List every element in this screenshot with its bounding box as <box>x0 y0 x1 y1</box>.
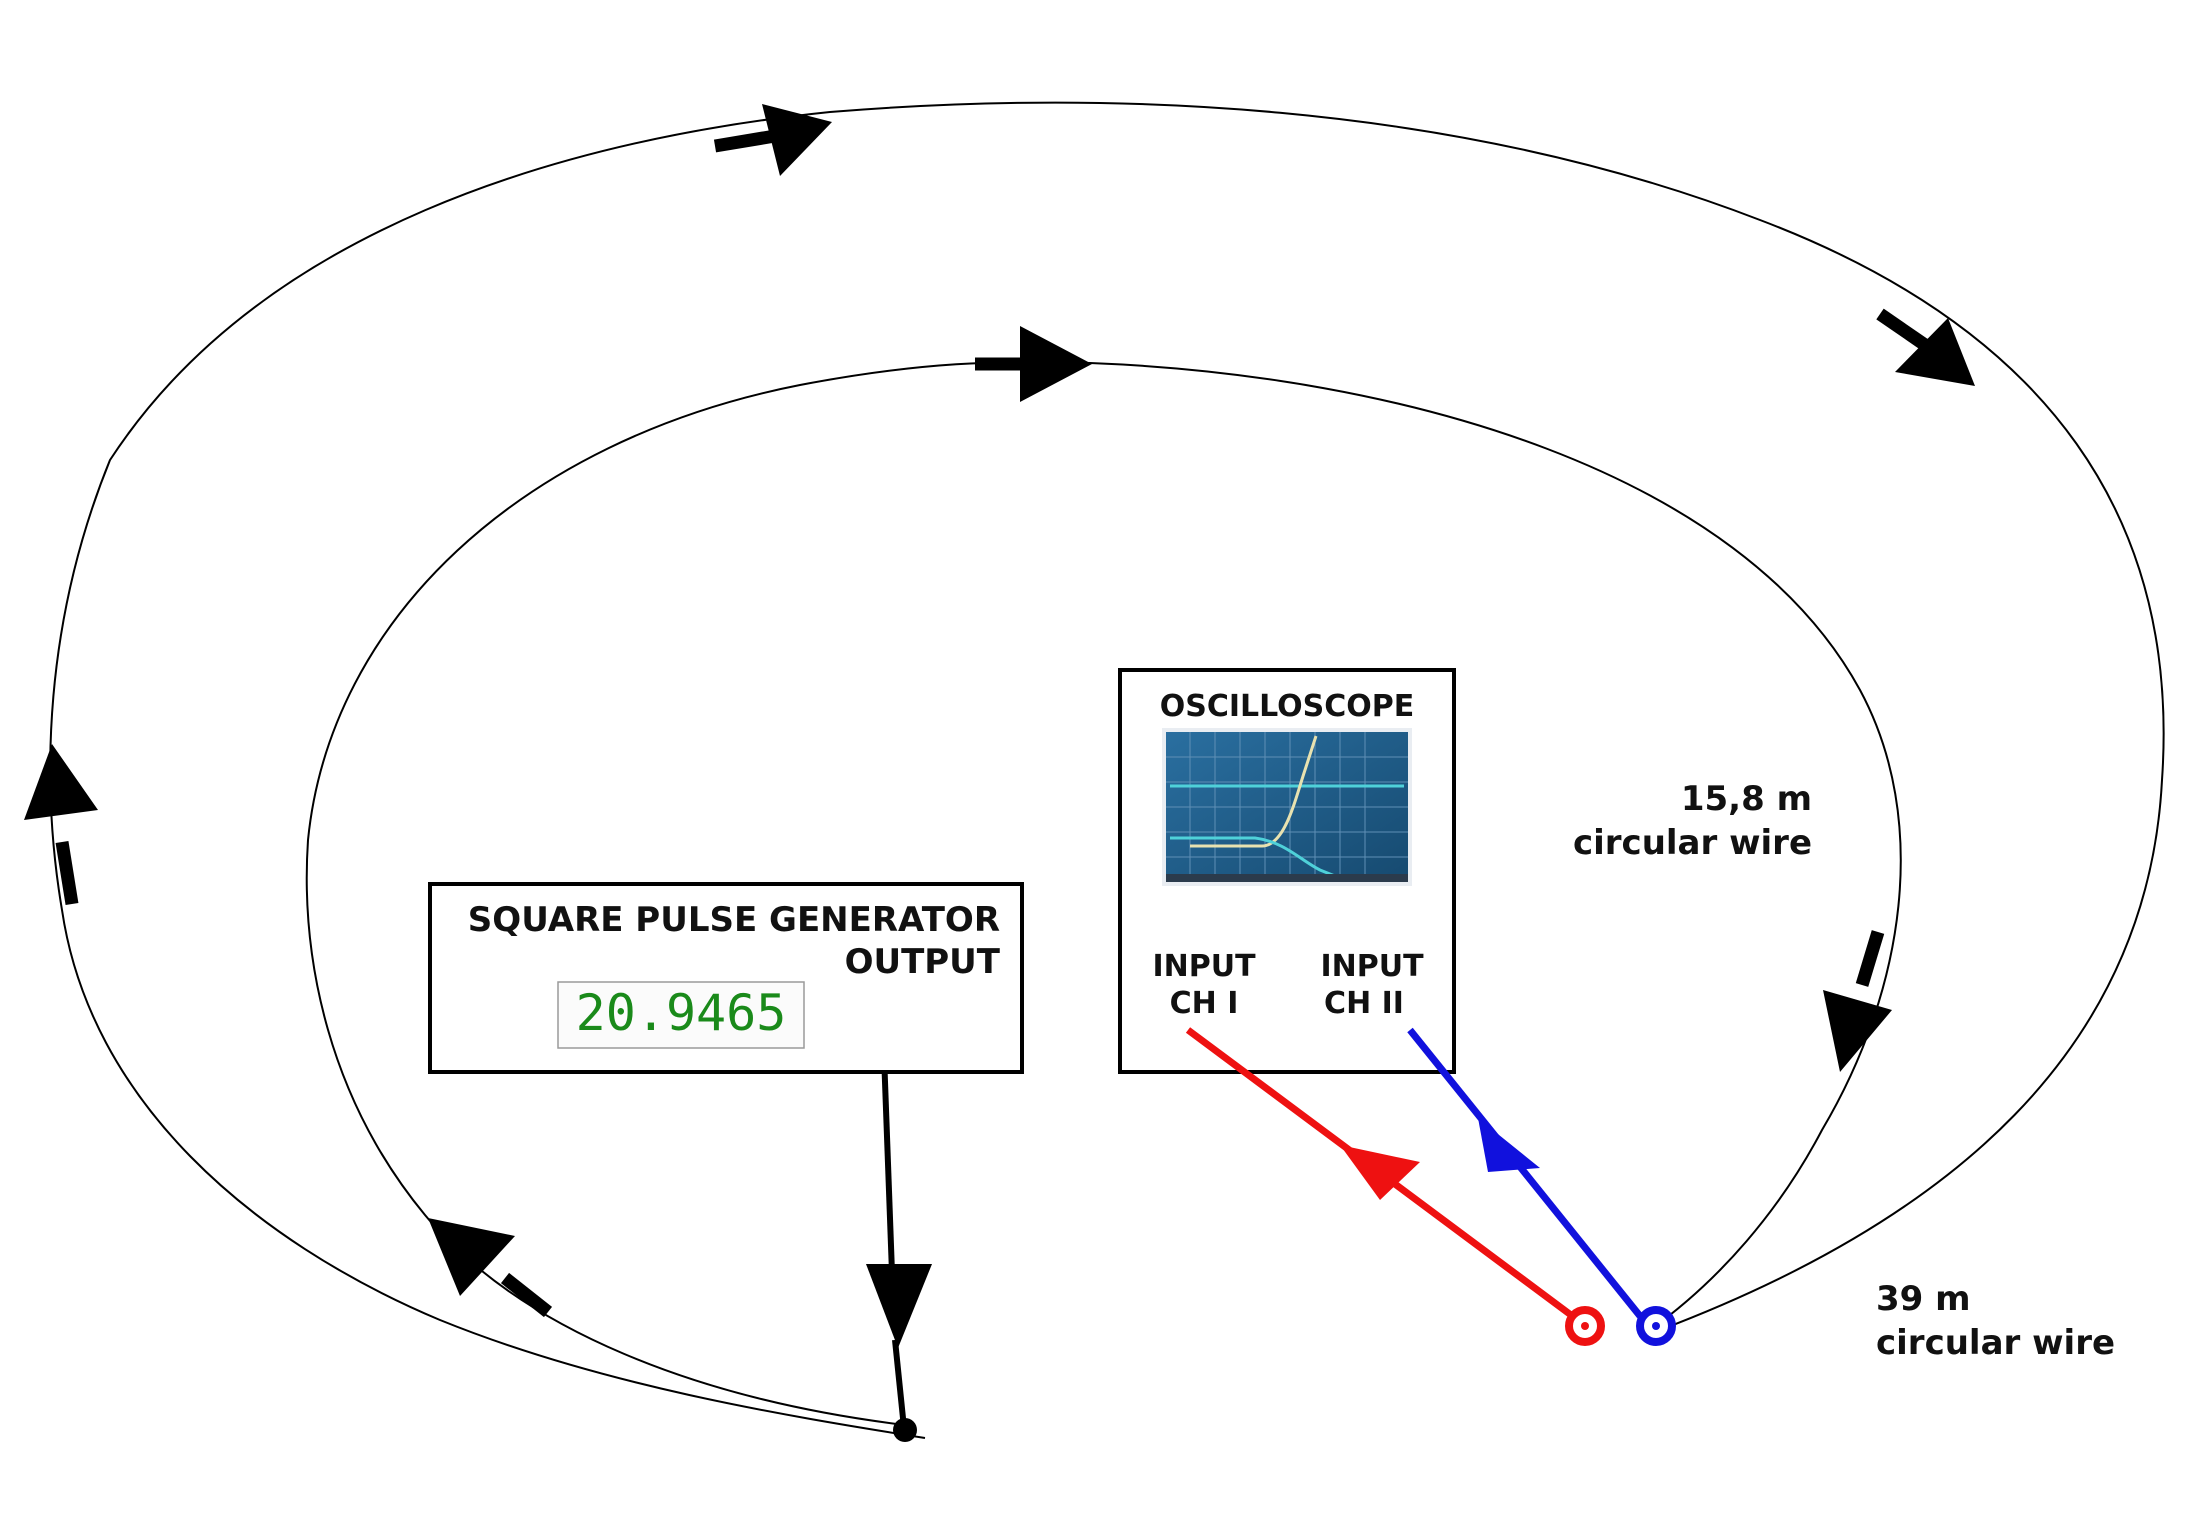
inner-wire-length: 15,8 m <box>1681 779 1812 819</box>
oscilloscope-screen <box>1162 728 1412 886</box>
generator-output-label: OUTPUT <box>845 942 1001 982</box>
red-arrow-icon <box>1340 1145 1420 1200</box>
input-ch2-label: INPUT <box>1320 949 1424 984</box>
ch2-trace <box>1170 836 1341 880</box>
ch1-probe-lead <box>1185 1027 1605 1346</box>
arrow-icon <box>24 744 98 906</box>
generator-display-value: 20.9465 <box>576 984 787 1042</box>
outer-wire-label: circular wire <box>1876 1323 2115 1363</box>
generator-connection-dot <box>893 1418 917 1442</box>
oscilloscope: OSCILLOSCOPE <box>1118 668 1456 1074</box>
inner-wire-loop <box>305 360 1902 1426</box>
generator-title: SQUARE PULSE GENERATOR <box>468 900 1000 940</box>
oscilloscope-grid <box>1166 732 1408 882</box>
input-ch1-channel: CH I <box>1170 986 1239 1021</box>
oscilloscope-title: OSCILLOSCOPE <box>1160 689 1415 724</box>
generator-display <box>557 981 805 1049</box>
square-pulse-generator: SQUARE PULSE GENERATOR OUTPUT 20.9465 <box>428 882 1024 1074</box>
ch2-probe-lead <box>1407 1027 1676 1346</box>
arrow-icon <box>1823 930 1892 1072</box>
blue-arrow-icon <box>1478 1118 1540 1172</box>
arrow-icon <box>1876 308 1975 386</box>
arrow-icon <box>428 1218 553 1318</box>
input-ch2-channel: CH II <box>1324 986 1404 1021</box>
outer-wire-length: 39 m <box>1876 1279 1971 1319</box>
ch1-trace <box>1190 735 1318 848</box>
inner-wire-label: circular wire <box>1573 823 1812 863</box>
arrow-icon <box>975 326 1092 402</box>
input-ch1-label: INPUT <box>1152 949 1256 984</box>
current-direction-arrows <box>24 104 1975 1318</box>
arrow-icon <box>713 104 832 176</box>
outer-wire-loop <box>49 101 2165 1439</box>
